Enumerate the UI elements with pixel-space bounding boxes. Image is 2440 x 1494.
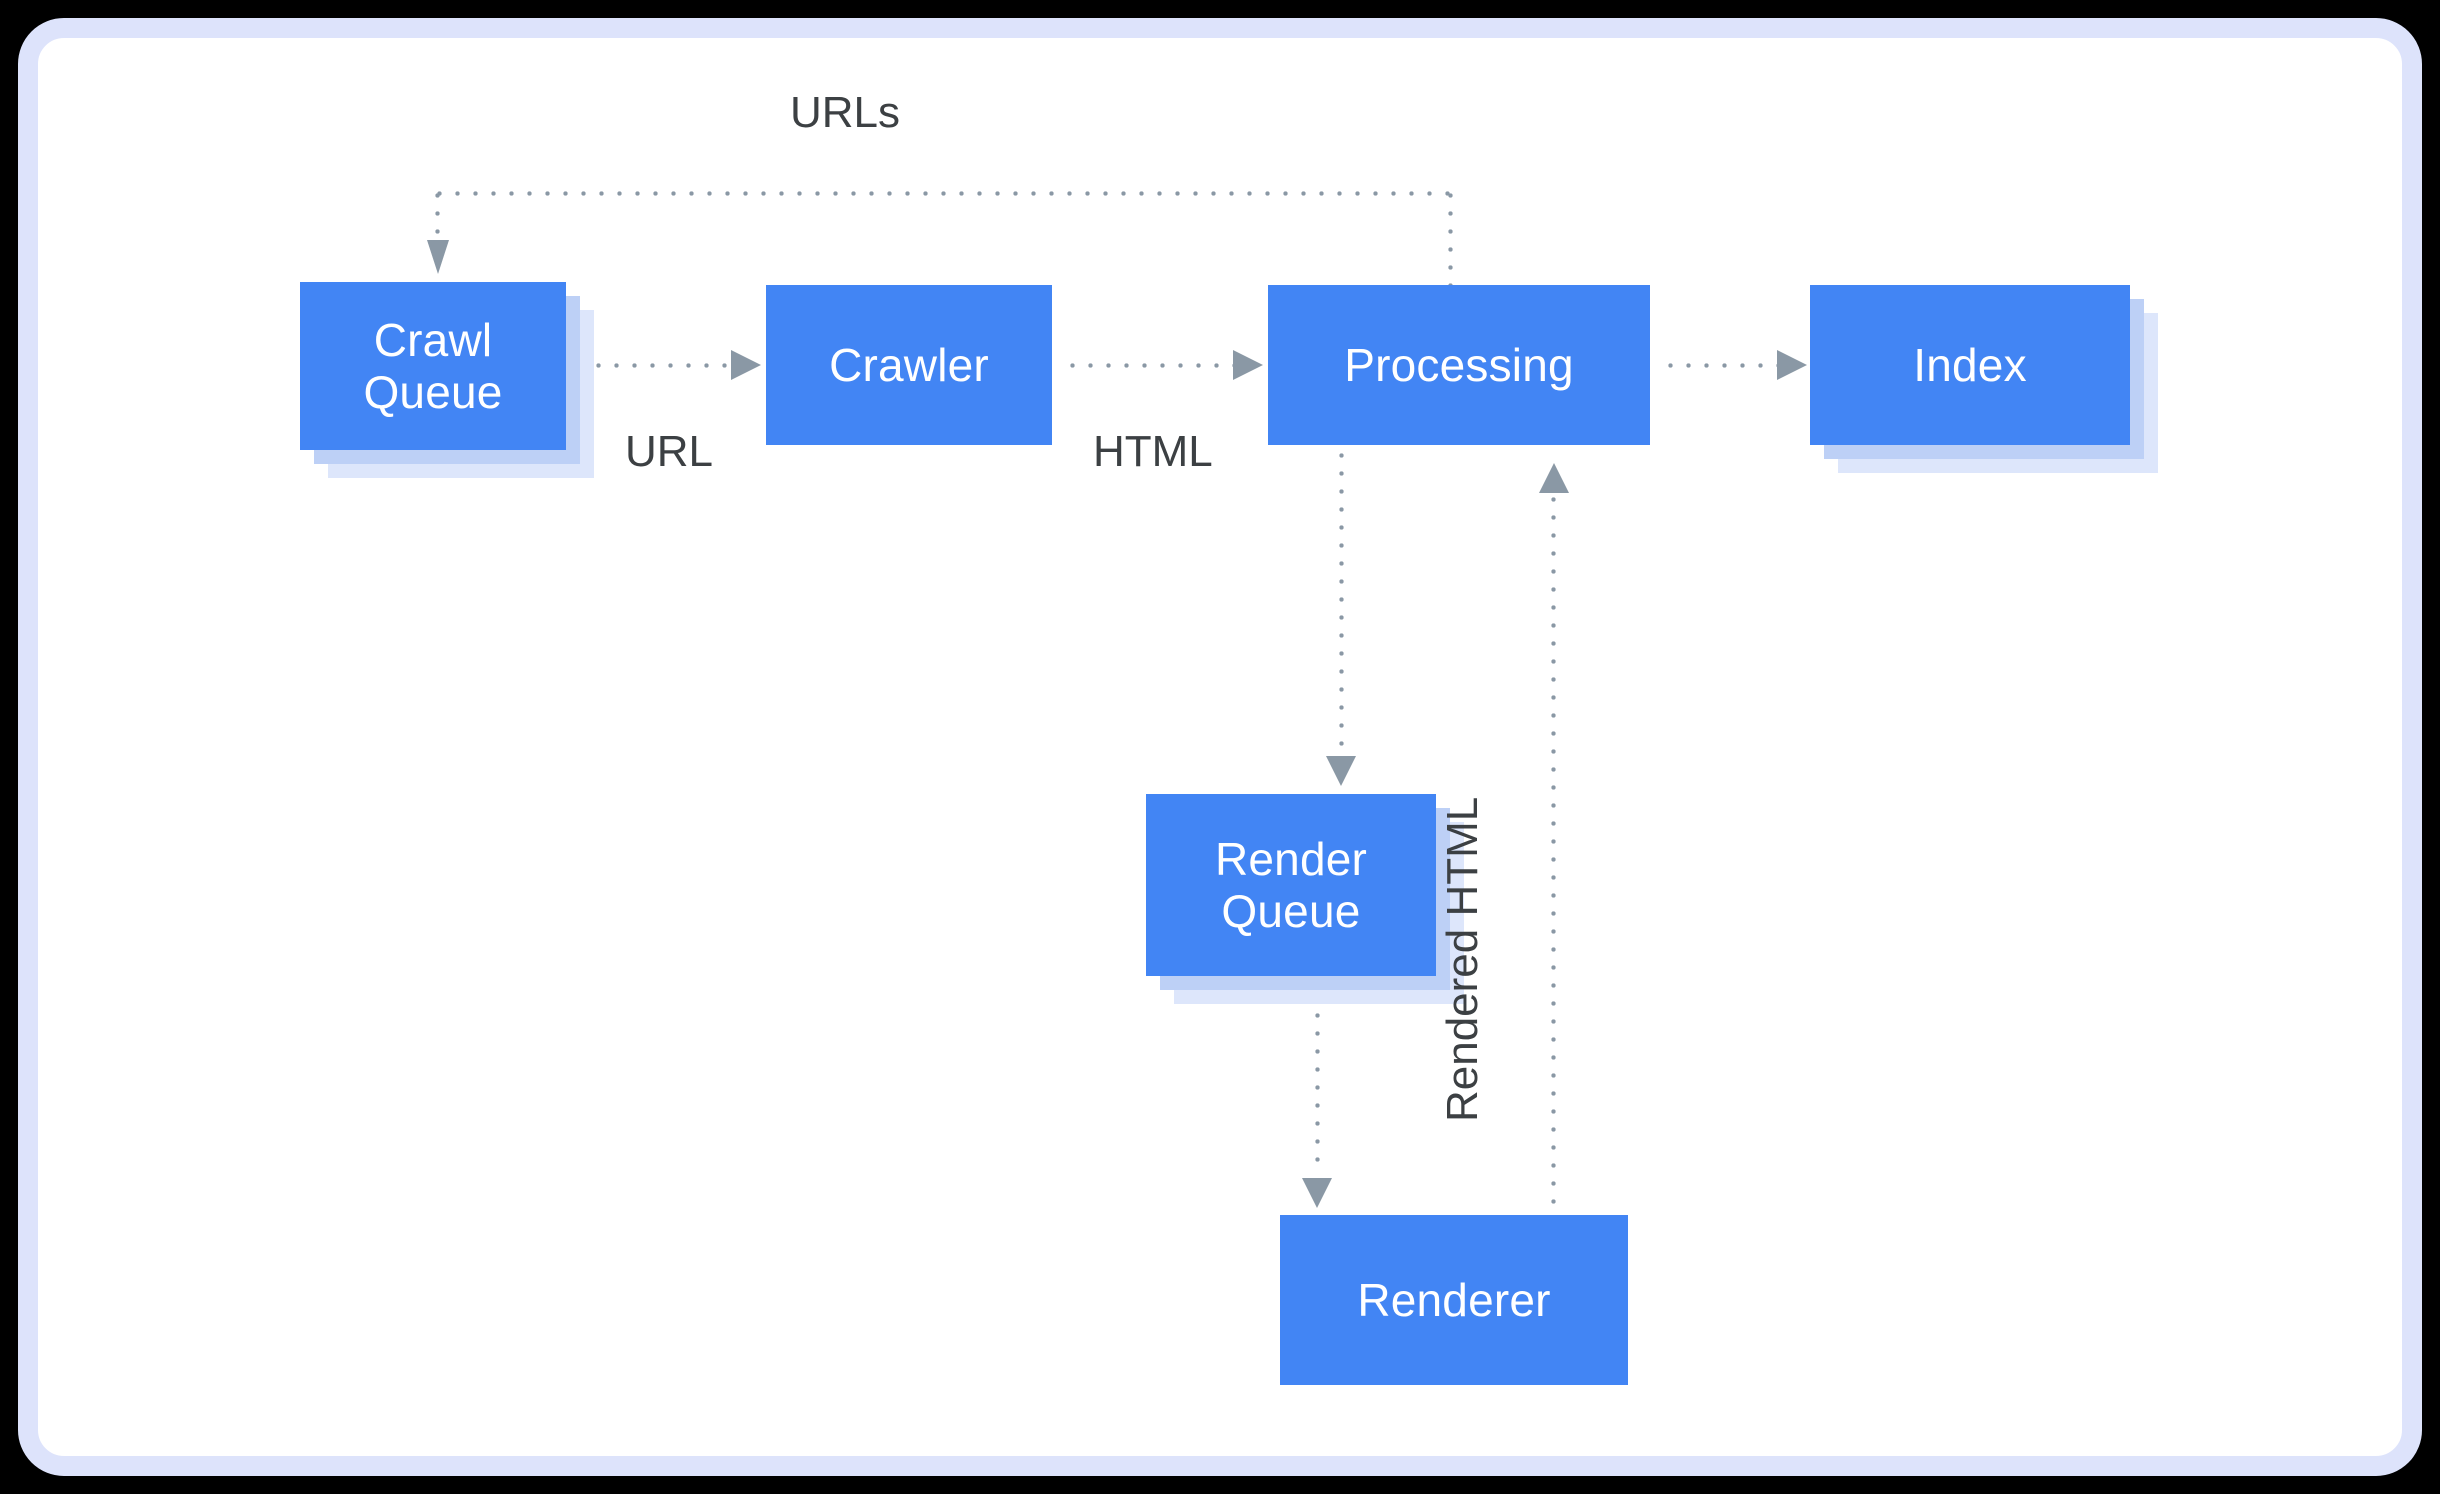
edge-label-url: URL [625, 427, 714, 476]
edge-html-line [1070, 363, 1234, 368]
node-face [1810, 285, 2130, 445]
edge-processing-render-queue-line [1339, 453, 1344, 749]
node-label-index: Index [1913, 338, 2027, 391]
node-face [1280, 1215, 1628, 1385]
node-label-renderer: Renderer [1357, 1273, 1551, 1326]
node-face [1268, 285, 1650, 445]
edge-rendered-html-line [1551, 497, 1556, 1219]
node-label-crawl-queue: Crawl Queue [363, 313, 503, 418]
edge-urls-segment-horizontal [437, 191, 1451, 196]
edge-urls-segment-down [435, 193, 440, 243]
edge-render-queue-renderer-arrowhead [1302, 1178, 1332, 1208]
edge-url-line [596, 363, 732, 368]
edge-html-arrowhead [1233, 350, 1263, 380]
edge-url-arrowhead [731, 350, 761, 380]
edge-render-queue-renderer-line [1315, 995, 1320, 1171]
edge-processing-index-line [1668, 363, 1778, 368]
node-label-crawler: Crawler [829, 338, 989, 391]
edge-urls-segment-up [1448, 193, 1453, 285]
node-face [300, 282, 566, 450]
node-label-render-queue: Render Queue [1214, 832, 1368, 937]
node-face [1146, 794, 1436, 976]
diagram-card [18, 18, 2422, 1476]
node-processing[interactable]: Processing [1268, 285, 1650, 445]
node-crawl-queue[interactable]: Crawl Queue [300, 282, 594, 478]
node-renderer[interactable]: Renderer [1280, 1215, 1628, 1385]
edge-processing-render-queue-arrowhead [1326, 756, 1356, 786]
node-render-queue[interactable]: Render Queue [1146, 794, 1464, 1004]
edge-label-rendered-html: Rendered HTML [1438, 796, 1487, 1122]
node-index[interactable]: Index [1810, 285, 2158, 473]
edge-processing-index-arrowhead [1777, 350, 1807, 380]
node-face [766, 285, 1052, 445]
edge-label-html: HTML [1093, 427, 1213, 476]
edge-urls-arrowhead [427, 240, 449, 274]
node-label-processing: Processing [1344, 338, 1574, 391]
edge-rendered-html-arrowhead [1539, 463, 1569, 493]
edge-label-urls: URLs [790, 88, 901, 137]
node-crawler[interactable]: Crawler [766, 285, 1052, 445]
